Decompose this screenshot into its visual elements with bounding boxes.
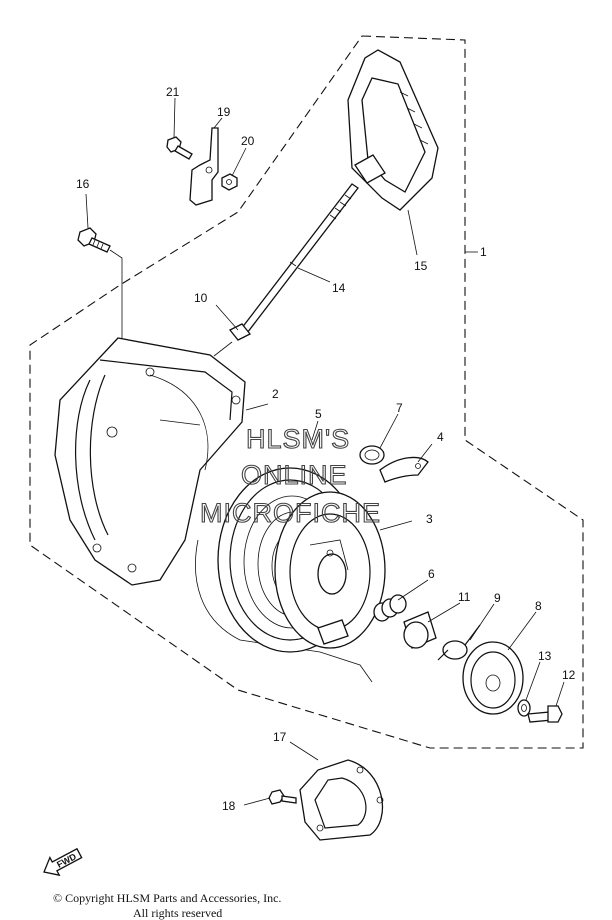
bolt-21	[166, 136, 193, 160]
rope-end-10	[213, 323, 252, 357]
part-label-20: 20	[241, 134, 255, 148]
copyright-line-2: All rights reserved	[133, 906, 222, 920]
part-label-4: 4	[437, 430, 444, 444]
part-label-3: 3	[426, 512, 433, 526]
part-label-8: 8	[535, 599, 542, 613]
part-label-5: 5	[315, 407, 322, 421]
part-label-18: 18	[222, 799, 236, 813]
part-label-7: 7	[396, 401, 403, 415]
part-label-2: 2	[272, 387, 279, 401]
watermark-line-2: ONLINE	[241, 460, 348, 490]
nut-20	[221, 173, 238, 191]
part-label-6: 6	[428, 567, 435, 581]
bolt-12	[527, 705, 563, 723]
friction-plate-8	[462, 641, 524, 715]
handle-15	[347, 49, 439, 211]
fwd-arrow-icon: FWD	[43, 847, 83, 877]
part-label-13: 13	[538, 649, 552, 663]
part-label-21: 21	[166, 85, 180, 99]
part-label-10: 10	[194, 291, 208, 305]
spring-6	[373, 594, 407, 622]
part-label-12: 12	[562, 668, 576, 682]
starter-case-2	[54, 337, 246, 586]
bolt-16	[77, 227, 111, 253]
spring-7	[359, 445, 385, 465]
assembly-boundary	[29, 35, 584, 749]
watermark-line-1: HLSM'S	[246, 424, 350, 454]
part-label-15: 15	[414, 259, 428, 273]
watermark-line-3: MICROFICHE	[200, 498, 381, 528]
cover-17	[299, 759, 384, 841]
leader-lines	[85, 97, 565, 806]
collar-11	[403, 611, 437, 649]
part-label-1: 1	[480, 245, 487, 259]
copyright-line-1: © Copyright HLSM Parts and Accessories, …	[53, 891, 281, 905]
ratchet-4	[379, 456, 429, 483]
part-label-9: 9	[494, 591, 501, 605]
part-label-16: 16	[76, 177, 90, 191]
part-label-17: 17	[273, 730, 287, 744]
part-label-14: 14	[332, 281, 346, 295]
washer-13	[517, 699, 531, 717]
part-label-19: 19	[217, 105, 231, 119]
bracket-19	[189, 127, 219, 206]
rope-14	[237, 183, 359, 338]
bolt-18	[268, 789, 297, 805]
part-label-11: 11	[458, 590, 471, 604]
